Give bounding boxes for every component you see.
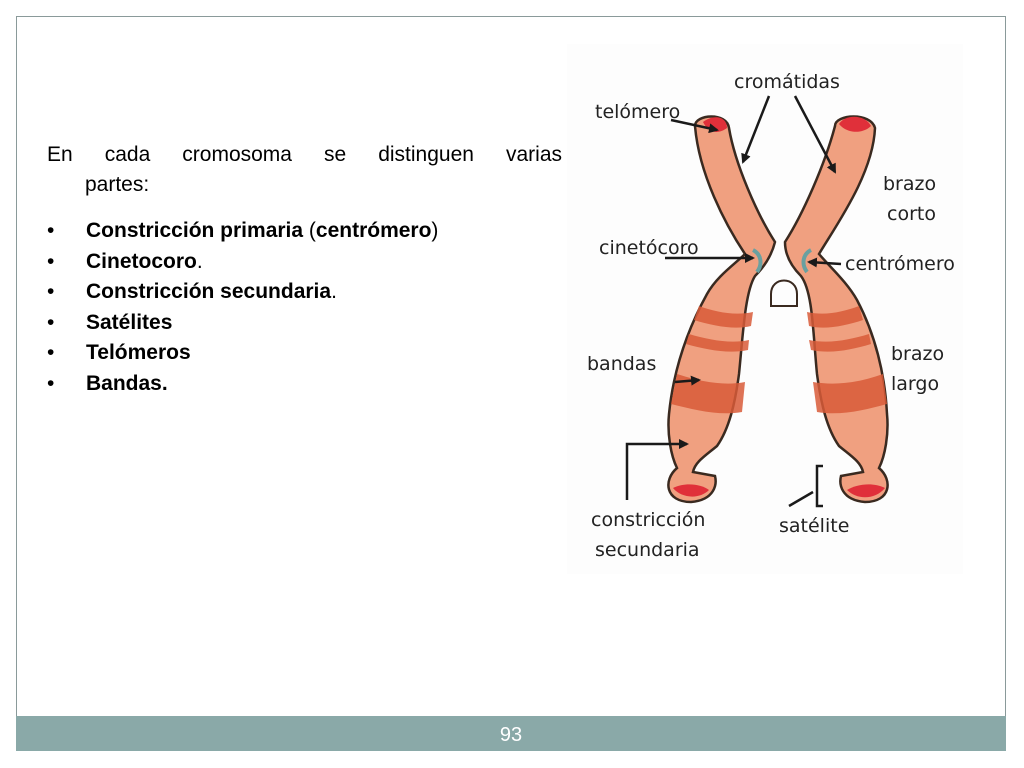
left-chromatid <box>667 115 777 504</box>
chromosome-body <box>783 115 889 504</box>
label-constriccion-2: secundaria <box>595 539 700 561</box>
band <box>813 374 887 414</box>
telomere <box>847 484 885 498</box>
bullet: • <box>47 249 55 273</box>
list-item: •Constricción secundaria. <box>47 277 562 308</box>
bullet: • <box>47 280 55 303</box>
band <box>807 306 863 328</box>
centromere-gap <box>770 279 798 307</box>
label-constriccion-1: constricción <box>591 509 705 531</box>
telomere <box>673 484 709 497</box>
footer-bar: 93 <box>16 716 1006 751</box>
label-satelite: satélite <box>779 515 849 537</box>
kinetochore-left <box>751 248 763 274</box>
bullet: • <box>47 341 55 364</box>
label-brazo-corto-1: brazo <box>883 173 936 195</box>
kinetochore-right <box>801 248 813 274</box>
list-item: •Telómeros <box>47 338 562 369</box>
right-chromatid <box>783 115 889 504</box>
label-brazo-corto-2: corto <box>887 203 936 225</box>
label-centromero: centrómero <box>845 253 955 275</box>
list-item: •Constricción primaria (centrómero) <box>47 216 562 247</box>
chromosome-diagram: cromátidas telómero brazo corto cinetóco… <box>567 44 963 574</box>
telomere <box>839 116 871 132</box>
label-telomero: telómero <box>595 101 680 123</box>
slide-body: En cada cromosoma se distinguen varias p… <box>47 140 562 399</box>
chromosome-svg: cromátidas telómero brazo corto cinetóco… <box>587 71 955 561</box>
label-bandas: bandas <box>587 353 656 375</box>
pointer-arrows <box>625 95 842 508</box>
band <box>809 334 871 352</box>
bullet: • <box>47 310 55 334</box>
band <box>694 306 753 328</box>
label-cinetocoro: cinetócoro <box>599 237 699 259</box>
intro-text: En cada cromosoma se distinguen varias <box>47 143 562 166</box>
bullet: • <box>47 371 55 395</box>
list-item: •Cinetocoro. <box>47 247 562 278</box>
label-brazo-largo-2: largo <box>891 373 939 395</box>
label-cromatidas: cromátidas <box>734 71 840 93</box>
parts-list: •Constricción primaria (centrómero) •Cin… <box>47 216 562 399</box>
band <box>686 334 749 352</box>
list-item: •Satélites <box>47 308 562 339</box>
list-item: •Bandas. <box>47 369 562 400</box>
intro-text-continuation: partes: <box>85 173 150 196</box>
bullet: • <box>47 219 55 242</box>
label-brazo-largo-1: brazo <box>891 343 944 365</box>
page-number: 93 <box>499 724 523 746</box>
band <box>671 374 745 414</box>
